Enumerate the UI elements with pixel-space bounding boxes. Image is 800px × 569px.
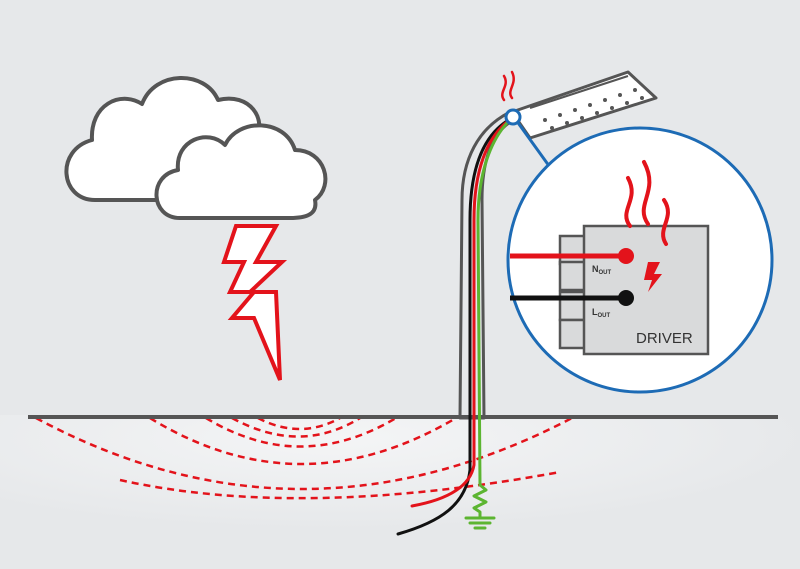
detail-joint-marker[interactable] xyxy=(504,108,522,126)
storm-cloud-icon xyxy=(64,76,328,220)
ground-soil xyxy=(0,415,800,569)
terminal-n-label: NOUT xyxy=(592,264,612,276)
driver-box xyxy=(558,224,710,356)
driver-heat-waves-icon xyxy=(624,160,670,246)
heat-waves-icon xyxy=(501,70,515,102)
ground-symbol-icon xyxy=(464,483,496,530)
detail-connector-line xyxy=(514,119,554,171)
terminal-n-dot xyxy=(618,248,634,264)
led-dots xyxy=(543,88,644,130)
driver-surge-bolt-icon xyxy=(644,262,662,292)
surge-waves xyxy=(35,416,573,491)
surge-waves-outer xyxy=(119,470,561,500)
terminal-l-dot xyxy=(618,290,634,306)
terminal-l-label: LOUT xyxy=(592,307,611,319)
driver-label: DRIVER xyxy=(636,330,693,347)
pole-wires xyxy=(396,116,514,536)
lightning-bolt-icon xyxy=(221,224,288,381)
